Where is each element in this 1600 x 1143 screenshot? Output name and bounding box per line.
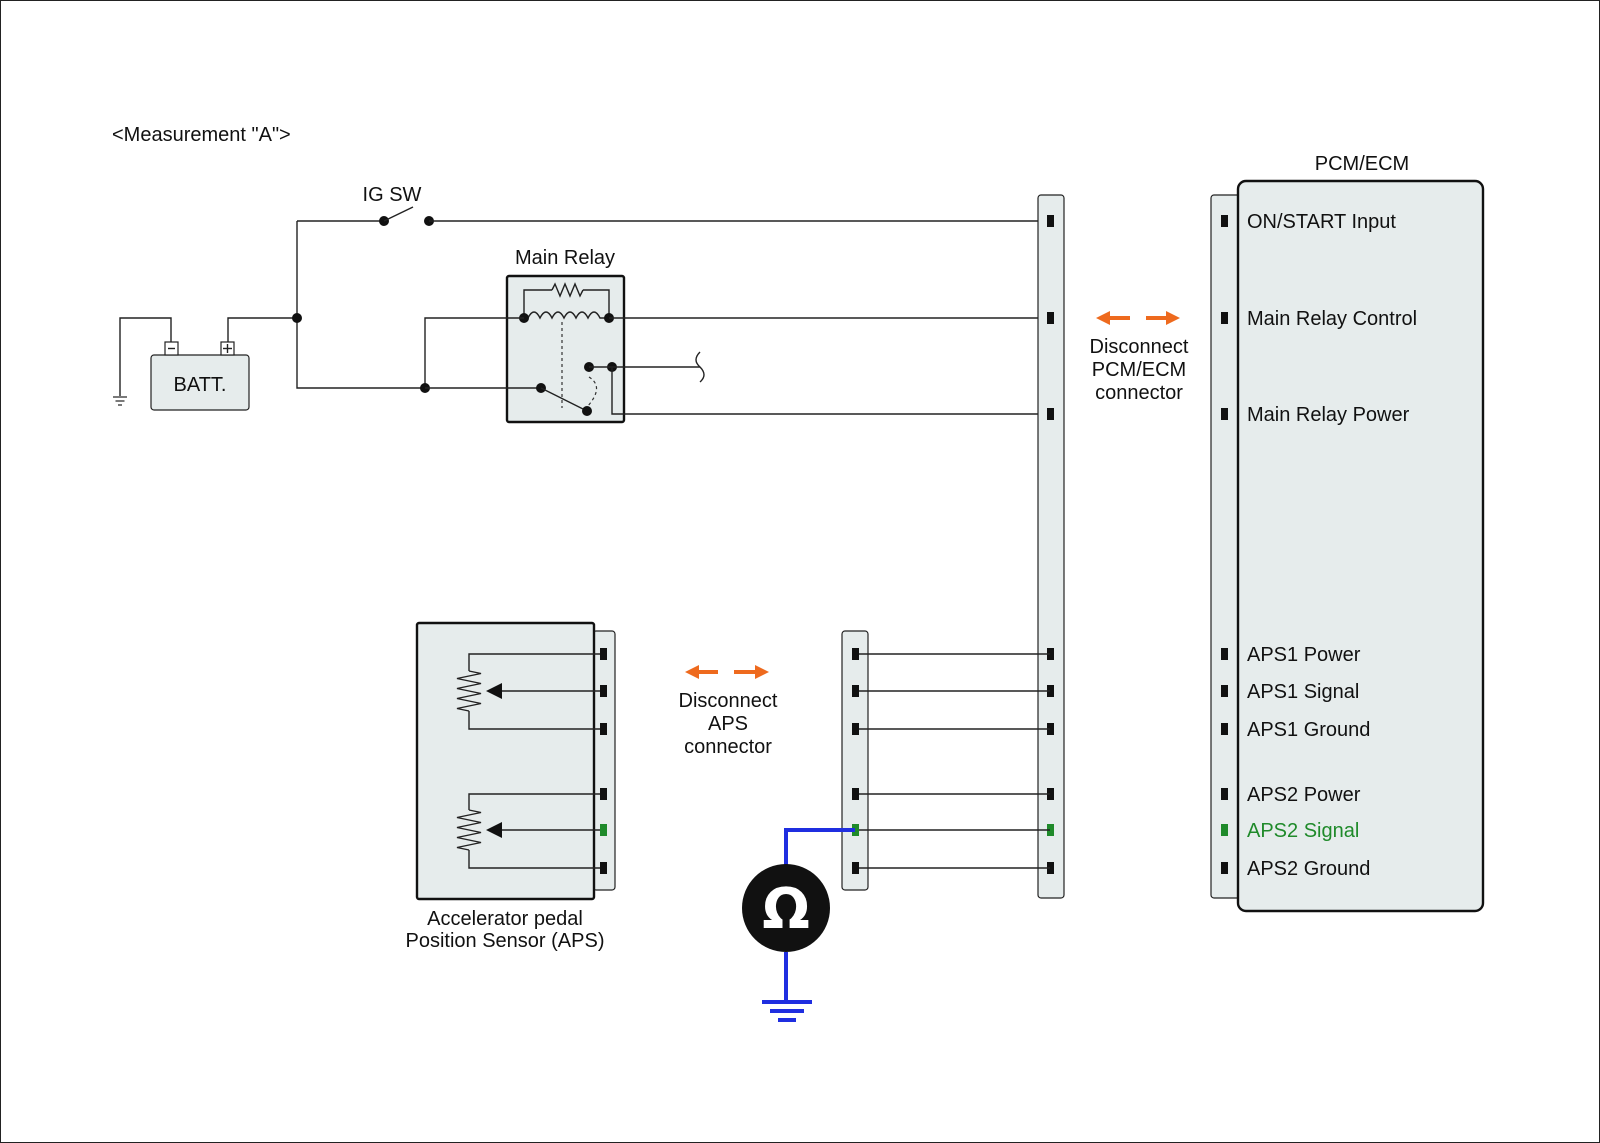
- pcm-pin[interactable]: [1221, 215, 1228, 227]
- resistor-icon: [551, 282, 584, 298]
- pcm-label: PCM/ECM: [1315, 153, 1409, 175]
- pcm-pin-label: APS2 Ground: [1247, 858, 1370, 880]
- pcm-pin[interactable]: [1221, 408, 1228, 420]
- pcm-pin-label: ON/START Input: [1247, 211, 1396, 233]
- main-relay-power-wire: [611, 367, 1050, 415]
- ground-icon: [113, 396, 127, 406]
- battery: BATT.: [150, 341, 250, 411]
- aps-disconnect-line2: APS: [708, 713, 748, 735]
- aps-potentiometers: [456, 653, 600, 869]
- pcm-pin[interactable]: [1221, 862, 1228, 874]
- pcm-disconnect-indicator: [1096, 311, 1180, 325]
- aps-connector[interactable]: [592, 630, 616, 891]
- pcm-pin-label: APS1 Signal: [1247, 681, 1359, 703]
- harness-connector-pcm[interactable]: [1037, 194, 1065, 899]
- aps-harness-pin[interactable]: [852, 723, 859, 735]
- harness-pin[interactable]: [1047, 723, 1054, 735]
- ground-icon: [762, 1000, 812, 1022]
- relay-switch-lever: [540, 387, 586, 411]
- aps-disconnect-indicator: [685, 665, 769, 679]
- pcm-pin-label: APS2 Power: [1247, 784, 1361, 806]
- wiper-arrow-icon: [486, 822, 502, 838]
- pcm-disconnect-line3: connector: [1095, 382, 1183, 404]
- harness-pin[interactable]: [1047, 312, 1054, 324]
- ohmmeter[interactable]: [742, 864, 830, 952]
- aps-pin[interactable]: [600, 723, 607, 735]
- aps-body: [415, 621, 596, 901]
- harness-pin[interactable]: [1047, 648, 1054, 660]
- potentiometer-icon: [456, 809, 482, 851]
- harness-pin[interactable]: [1047, 862, 1054, 874]
- junction: [292, 313, 302, 323]
- pcm-pin-label: Main Relay Power: [1247, 404, 1410, 426]
- coil-icon: [527, 311, 607, 320]
- pcm-pin-label: APS1 Ground: [1247, 719, 1370, 741]
- aps-harness-wires: [852, 648, 1050, 874]
- pcm-pin-label: APS2 Signal: [1247, 820, 1359, 842]
- aps-disconnect-line1: Disconnect: [679, 690, 778, 712]
- pcm-pin[interactable]: [1221, 648, 1228, 660]
- ig-switch-label: IG SW: [363, 184, 422, 206]
- aps-pins: [600, 648, 607, 874]
- pcm-pin-label: APS1 Power: [1247, 644, 1361, 666]
- aps-harness-pin[interactable]: [852, 685, 859, 697]
- pcm-pin[interactable]: [1221, 788, 1228, 800]
- ig-switch-lever: [383, 206, 414, 222]
- battery-label: BATT.: [174, 374, 227, 396]
- aps-label-line2: Position Sensor (APS): [406, 930, 605, 952]
- harness-pin[interactable]: [1047, 824, 1054, 836]
- aps-disconnect-line3: connector: [684, 736, 772, 758]
- aps-pin[interactable]: [600, 824, 607, 836]
- wiper-arrow-icon: [486, 683, 502, 699]
- pcm-pin[interactable]: [1221, 824, 1228, 836]
- aps-harness-pin[interactable]: [852, 648, 859, 660]
- aps-harness-pin[interactable]: [852, 788, 859, 800]
- pcm-pin[interactable]: [1221, 723, 1228, 735]
- harness-pin[interactable]: [1047, 788, 1054, 800]
- aps-pin[interactable]: [600, 862, 607, 874]
- pcm-pin[interactable]: [1221, 312, 1228, 324]
- battery-bus-wire: [296, 221, 425, 389]
- meter-probe-lead: [784, 828, 855, 870]
- harness-connector-aps[interactable]: [841, 630, 869, 891]
- aps-pin[interactable]: [600, 648, 607, 660]
- pcm-disconnect-line2: PCM/ECM: [1092, 359, 1186, 381]
- aps-pin[interactable]: [600, 685, 607, 697]
- harness-pin[interactable]: [1047, 685, 1054, 697]
- harness-pin[interactable]: [1047, 215, 1054, 227]
- harness-pin[interactable]: [1047, 408, 1054, 420]
- main-relay-label: Main Relay: [515, 247, 615, 269]
- battery-positive-wire: [227, 317, 297, 342]
- aps-harness-pin[interactable]: [852, 862, 859, 874]
- ohm-icon: Ω: [762, 877, 810, 942]
- aps-label-line1: Accelerator pedal: [427, 908, 583, 930]
- aps-harness-pin[interactable]: [852, 824, 859, 836]
- measurement-title: <Measurement "A">: [112, 124, 291, 146]
- harness-pins: [1047, 215, 1054, 874]
- pcm-body: [1236, 179, 1485, 913]
- pcm-pin[interactable]: [1221, 685, 1228, 697]
- potentiometer-icon: [456, 670, 482, 712]
- pcm-pin-label: Main Relay Control: [1247, 308, 1417, 330]
- aps-pin[interactable]: [600, 788, 607, 800]
- pcm-disconnect-line1: Disconnect: [1090, 336, 1189, 358]
- battery-ground-wire: [119, 317, 172, 396]
- wire-break-icon: [695, 351, 705, 383]
- battery-body: [150, 354, 250, 411]
